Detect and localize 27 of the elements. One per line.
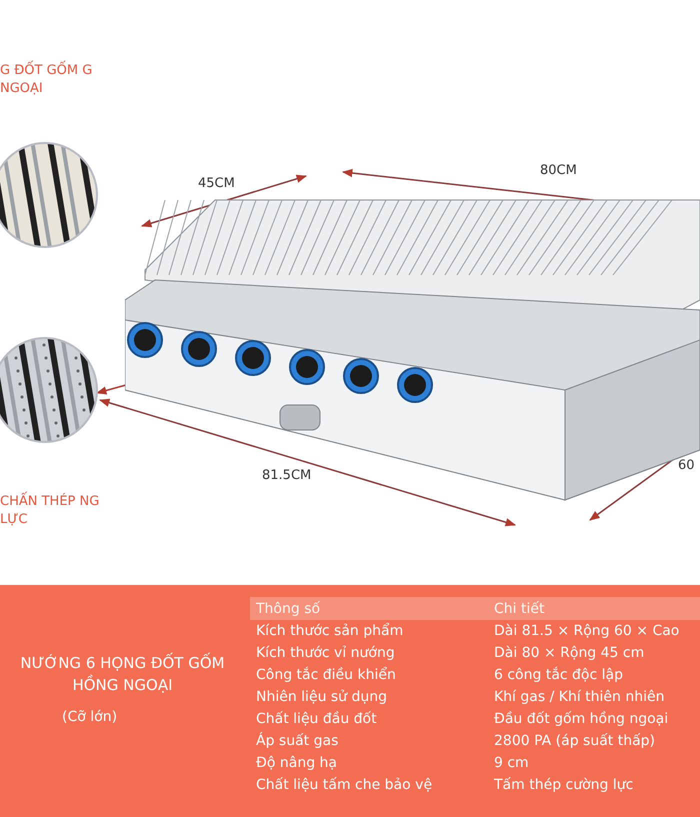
table-cell-text: Chất liệu đầu đốt — [256, 710, 377, 729]
table-cell-text: Nhiên liệu sử dụng — [256, 688, 388, 707]
table-cell-text: Kích thước sản phẩm — [256, 622, 404, 641]
table-header: Thông số — [256, 600, 320, 619]
table-cell-text: Kích thước vỉ nướng — [256, 644, 395, 663]
dimension-label: 45CM — [198, 176, 235, 191]
table-cell-text: Đầu đốt gốm hồng ngoại — [494, 710, 668, 729]
table-cell-text: Áp suất gas — [256, 731, 338, 751]
product-title: NƯỚNG 6 HỌNG ĐỐT GỐM HỒNG NGOẠI — [19, 652, 226, 696]
table-cell-text: Dài 80 × Rộng 45 cm — [494, 644, 644, 663]
table-cell-text: 6 công tắc độc lập — [494, 666, 624, 685]
table-cell-text: Khí gas / Khí thiên nhiên — [494, 688, 664, 707]
dimension-label: 81.5CM — [262, 468, 312, 483]
table-cell-text: 2800 PA (áp suất thấp) — [494, 732, 656, 751]
table-cell-text: 9 cm — [494, 754, 529, 773]
dimension-label: 80CM — [540, 163, 577, 178]
leader-arrow — [96, 384, 126, 395]
table-cell-text: Dài 81.5 × Rộng 60 × Cao — [494, 622, 680, 641]
table-cell-text: Độ nâng hạ — [256, 754, 337, 773]
size-note: (Cỡ lớn) — [62, 708, 118, 727]
table-header: Chi tiết — [494, 600, 544, 619]
table-cell-text: Chất liệu tấm che bảo vệ — [256, 776, 432, 795]
table-cell-text: Công tắc điều khiển — [256, 666, 396, 685]
callout-text: G ĐỐT GỐM G NGOẠI — [0, 62, 100, 98]
dimension-label: 60 — [678, 458, 695, 473]
table-cell-text: Tấm thép cường lực — [494, 776, 634, 795]
callout-text: CHẤN THÉP NG LỰC — [0, 493, 100, 529]
